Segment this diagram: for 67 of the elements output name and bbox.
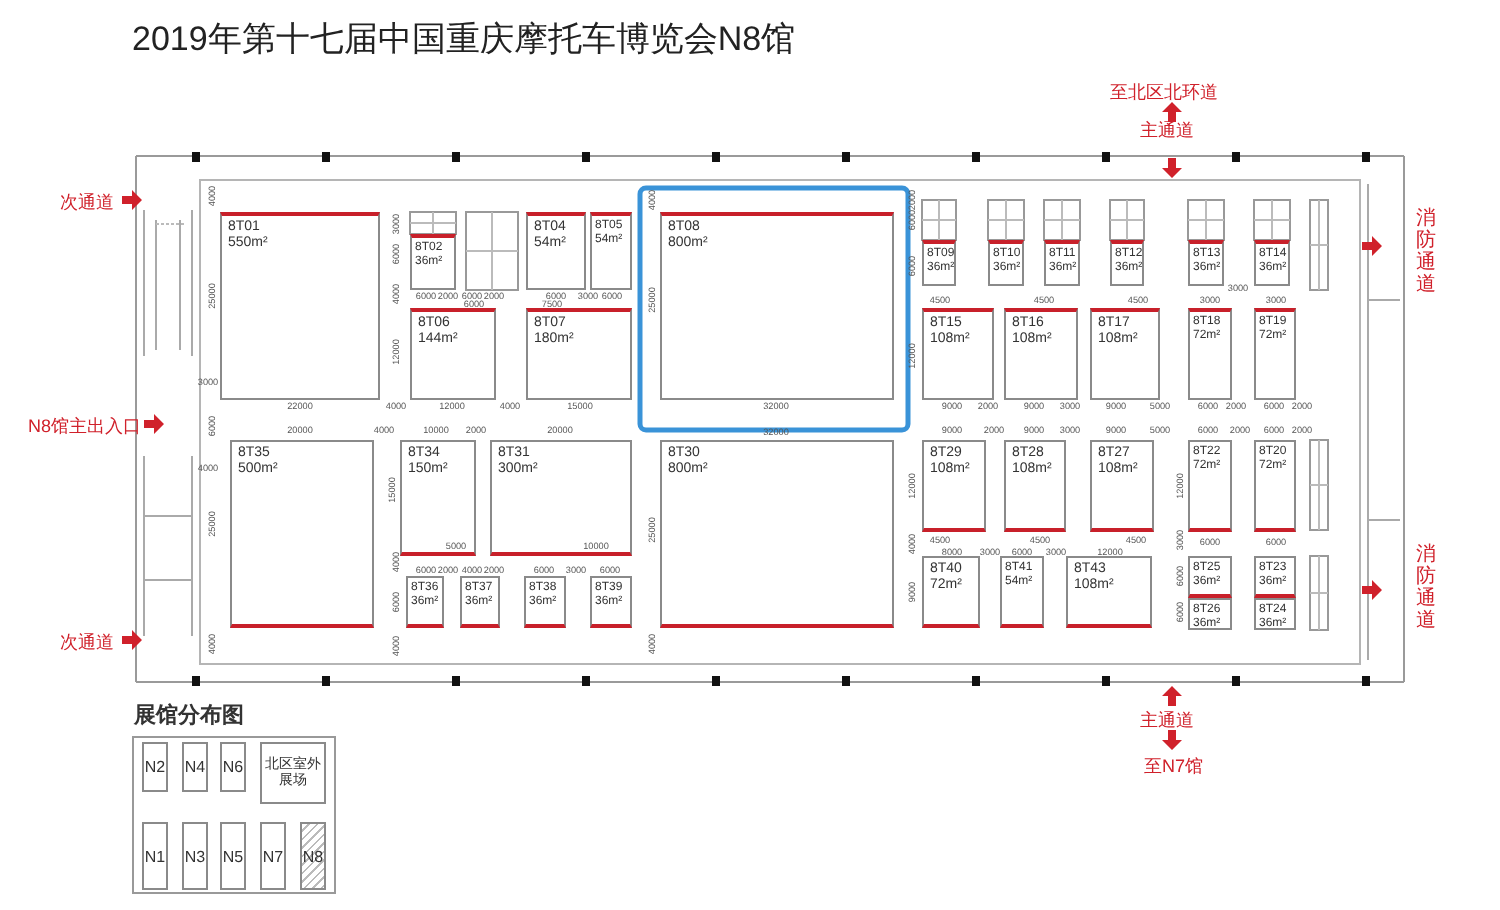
hall-block <box>260 822 286 890</box>
booth-area <box>590 212 632 290</box>
booth-area <box>1066 556 1152 628</box>
direction-label: 次通道 <box>60 630 114 656</box>
booth-area <box>1188 440 1232 532</box>
hall-block <box>182 822 208 890</box>
booth-area <box>660 440 894 628</box>
booth-area <box>1188 240 1224 286</box>
hall-name: N6 <box>222 758 244 776</box>
direction-label: N8馆主出入口 <box>28 414 142 440</box>
booth-area <box>1044 240 1080 286</box>
direction-label: 主通道 <box>1140 708 1194 734</box>
booth-area <box>460 576 500 628</box>
direction-label: 次通道 <box>60 190 114 216</box>
booth-area <box>1254 308 1296 400</box>
booth-area <box>1000 556 1044 628</box>
booth-area <box>1254 598 1296 630</box>
booth-area <box>590 576 632 628</box>
booth-area <box>230 440 374 628</box>
direction-label: 消防通道 <box>1416 544 1438 632</box>
map-title: 展馆分布图 <box>134 704 244 728</box>
hall-block <box>142 822 168 890</box>
booth-area <box>1110 240 1144 286</box>
hall-block <box>260 742 326 804</box>
hall-block <box>142 742 168 792</box>
hall-block <box>300 822 326 890</box>
booth-area <box>220 212 380 400</box>
hall-name: N5 <box>222 847 244 865</box>
direction-label: 至N7馆 <box>1144 754 1204 780</box>
booth-area <box>400 440 476 556</box>
hall-block <box>220 742 246 792</box>
booth-area <box>988 240 1024 286</box>
booth-area <box>922 556 980 628</box>
booth-area <box>922 440 986 532</box>
booth-area <box>1254 240 1290 286</box>
booth-area <box>922 240 956 286</box>
hall-location-map <box>132 702 336 896</box>
hall-name: N8 <box>302 847 324 865</box>
direction-label: 主通道 <box>1140 118 1194 144</box>
booth-area <box>490 440 632 556</box>
hall-name: N2 <box>144 758 166 776</box>
booth-area <box>1188 308 1232 400</box>
booth-area <box>1254 440 1296 532</box>
booth-area <box>524 576 566 628</box>
booth-area <box>1254 556 1296 598</box>
booth-area <box>1090 308 1160 400</box>
hall-block <box>220 822 246 890</box>
hall-name: N4 <box>184 758 206 776</box>
booth-area <box>410 308 496 400</box>
booth-area <box>660 212 894 400</box>
booth-area <box>526 308 632 400</box>
booth-area <box>1188 556 1232 598</box>
hall-name: N7 <box>262 847 284 865</box>
booth-area <box>526 212 586 290</box>
booth-area <box>1004 440 1066 532</box>
hall-name: N3 <box>184 847 206 865</box>
booth-area <box>406 576 444 628</box>
direction-label: 消防通道 <box>1416 208 1438 296</box>
page-title: 2019年第十七届中国重庆摩托车博览会N8馆 <box>132 18 796 62</box>
hall-block <box>182 742 208 792</box>
booth-area <box>410 234 456 290</box>
booth-area <box>1090 440 1154 532</box>
hall-name: N1 <box>144 847 166 865</box>
direction-label: 至北区北环道 <box>1110 80 1218 106</box>
booth-area <box>922 308 994 400</box>
booth-area <box>1004 308 1078 400</box>
booth-area <box>1188 598 1232 630</box>
